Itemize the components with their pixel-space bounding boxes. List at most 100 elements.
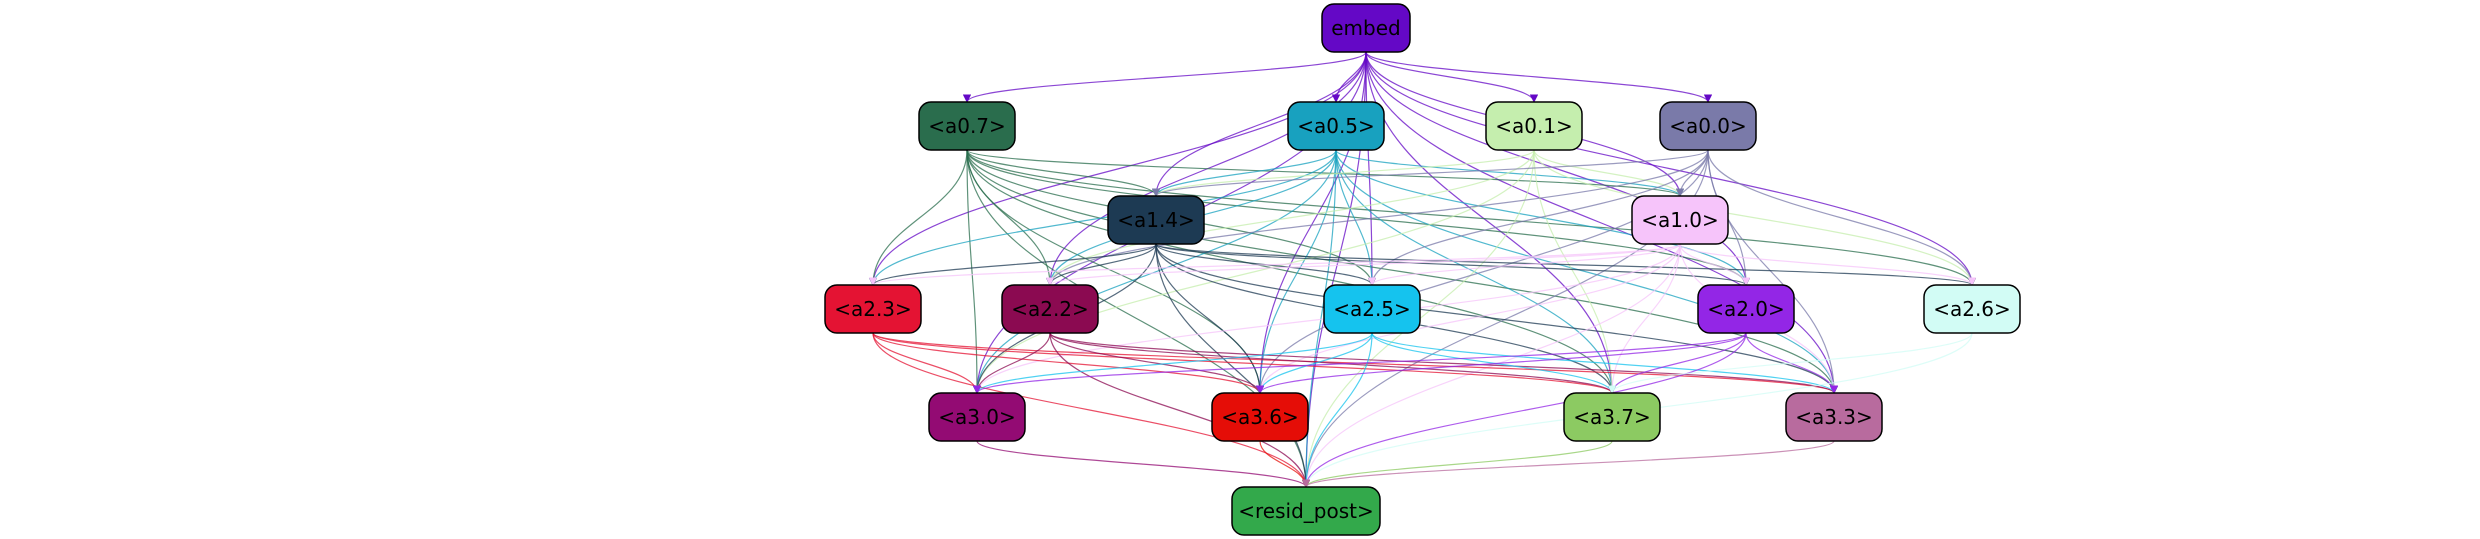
edge-embed-to-a25 (1365, 51, 1377, 286)
node-box-a20 (1697, 284, 1795, 334)
edge-a25-to-resid (1301, 332, 1373, 488)
edge-a05-to-a33 (1335, 149, 1839, 394)
node-a26: <a2.6> (1923, 284, 2021, 334)
edge-a00-to-a26 (1707, 149, 1977, 286)
edge-embed-to-a14 (1151, 51, 1367, 197)
edge-a33-to-resid (1301, 440, 1835, 488)
node-label-a33: <a3.3> (1795, 405, 1873, 429)
edge-a14-to-resid (1155, 243, 1311, 488)
node-label-a20: <a2.0> (1707, 297, 1785, 321)
edge-a00-to-a22 (1045, 149, 1709, 286)
edge-a14-to-a33 (1155, 243, 1839, 394)
edge-a10-to-a23 (869, 243, 1681, 286)
edge-a14-to-a20 (1155, 243, 1750, 286)
node-label-resid: <resid_post> (1238, 499, 1373, 523)
edge-a05-to-a14 (1151, 149, 1337, 197)
edge-a10-to-a25 (1367, 243, 1681, 286)
edge-a22-to-resid (1049, 332, 1311, 488)
edge-a07-to-a10 (966, 149, 1684, 197)
edge-a25-to-a30 (972, 332, 1373, 394)
node-box-resid (1231, 486, 1381, 536)
node-label-a25: <a2.5> (1333, 297, 1411, 321)
node-label-a36: <a3.6> (1221, 405, 1299, 429)
node-box-a30 (928, 392, 1026, 442)
edge-a07-to-a26 (966, 149, 1977, 286)
node-a33: <a3.3> (1785, 392, 1883, 442)
edge-embed-to-a07 (962, 51, 1367, 103)
edge-a14-to-a22 (1045, 243, 1157, 286)
edge-embed-to-a20 (1365, 51, 1751, 286)
node-label-a26: <a2.6> (1933, 297, 2011, 321)
node-label-a00: <a0.0> (1669, 114, 1747, 138)
edge-a23-to-a37 (872, 332, 1616, 394)
edge-embed-to-a33 (1365, 51, 1839, 394)
node-box-a00 (1659, 101, 1757, 151)
edge-a20-to-a36 (1255, 332, 1747, 394)
edge-a01-to-a14 (1151, 149, 1535, 197)
nodes-layer: embed <a0.7> <a0.5> <a0.1> <a0.0> <a1.4> <a1.0… (824, 3, 2021, 536)
edge-embed-to-a00 (1365, 51, 1713, 103)
edge-a23-to-resid (872, 332, 1311, 488)
node-box-a01 (1485, 101, 1583, 151)
node-a07: <a0.7> (918, 101, 1016, 151)
edge-a26-to-a37 (1607, 332, 1973, 394)
node-box-a07 (918, 101, 1016, 151)
edge-a10-to-a20 (1679, 243, 1751, 286)
node-box-a26 (1923, 284, 2021, 334)
node-label-a23: <a2.3> (834, 297, 912, 321)
node-a23: <a2.3> (824, 284, 922, 334)
edge-a30-to-resid (976, 440, 1311, 488)
edge-a20-to-resid (1301, 332, 1747, 488)
edge-a07-to-a33 (966, 149, 1839, 394)
edge-embed-to-a01 (1365, 51, 1539, 103)
edge-a05-to-a30 (972, 149, 1337, 394)
edge-a01-to-a22 (1045, 149, 1535, 286)
node-a05: <a0.5> (1287, 101, 1385, 151)
edge-a22-to-a36 (1049, 332, 1265, 394)
node-box-embed (1321, 3, 1411, 53)
node-label-a01: <a0.1> (1495, 114, 1573, 138)
edge-a10-to-a26 (1679, 243, 1977, 286)
edge-a22-to-a33 (1049, 332, 1838, 394)
node-label-a07: <a0.7> (928, 114, 1006, 138)
edge-a00-to-a36 (1255, 149, 1709, 394)
node-box-a05 (1287, 101, 1385, 151)
node-label-a30: <a3.0> (938, 405, 1016, 429)
edge-a14-to-a26 (1155, 243, 1976, 286)
edge-embed-to-a26 (1365, 51, 1977, 286)
node-embed: embed (1321, 3, 1411, 53)
node-box-a23 (824, 284, 922, 334)
edge-a22-to-a30 (972, 332, 1051, 394)
edge-a07-to-a20 (966, 149, 1751, 286)
node-a30: <a3.0> (928, 392, 1026, 442)
node-box-a37 (1563, 392, 1661, 442)
node-a36: <a3.6> (1211, 392, 1309, 442)
edge-a14-to-a36 (1155, 243, 1265, 394)
node-label-a22: <a2.2> (1011, 297, 1089, 321)
edge-a37-to-resid (1301, 440, 1613, 488)
edge-a10-to-a36 (1255, 243, 1681, 394)
node-box-a14 (1107, 195, 1205, 245)
edge-a07-to-a30 (966, 149, 982, 394)
edge-a07-to-a14 (966, 149, 1161, 197)
node-label-embed: embed (1331, 16, 1400, 40)
node-label-a14: <a1.4> (1117, 208, 1195, 232)
edge-a01-to-a26 (1533, 149, 1977, 286)
node-box-a33 (1785, 392, 1883, 442)
edge-a05-to-a23 (868, 149, 1337, 286)
edge-embed-to-a23 (868, 51, 1367, 286)
node-box-a10 (1631, 195, 1729, 245)
node-box-a36 (1211, 392, 1309, 442)
node-label-a37: <a3.7> (1573, 405, 1651, 429)
node-a14: <a1.4> (1107, 195, 1205, 245)
edge-a01-to-a10 (1533, 149, 1685, 197)
edge-a07-to-a23 (868, 149, 968, 286)
node-label-a10: <a1.0> (1641, 208, 1719, 232)
node-box-a25 (1323, 284, 1421, 334)
node-a20: <a2.0> (1697, 284, 1795, 334)
edge-a07-to-a37 (966, 149, 1617, 394)
edge-a22-to-a37 (1049, 332, 1617, 394)
edge-a01-to-a37 (1533, 149, 1617, 394)
edge-a14-to-a23 (868, 243, 1157, 286)
